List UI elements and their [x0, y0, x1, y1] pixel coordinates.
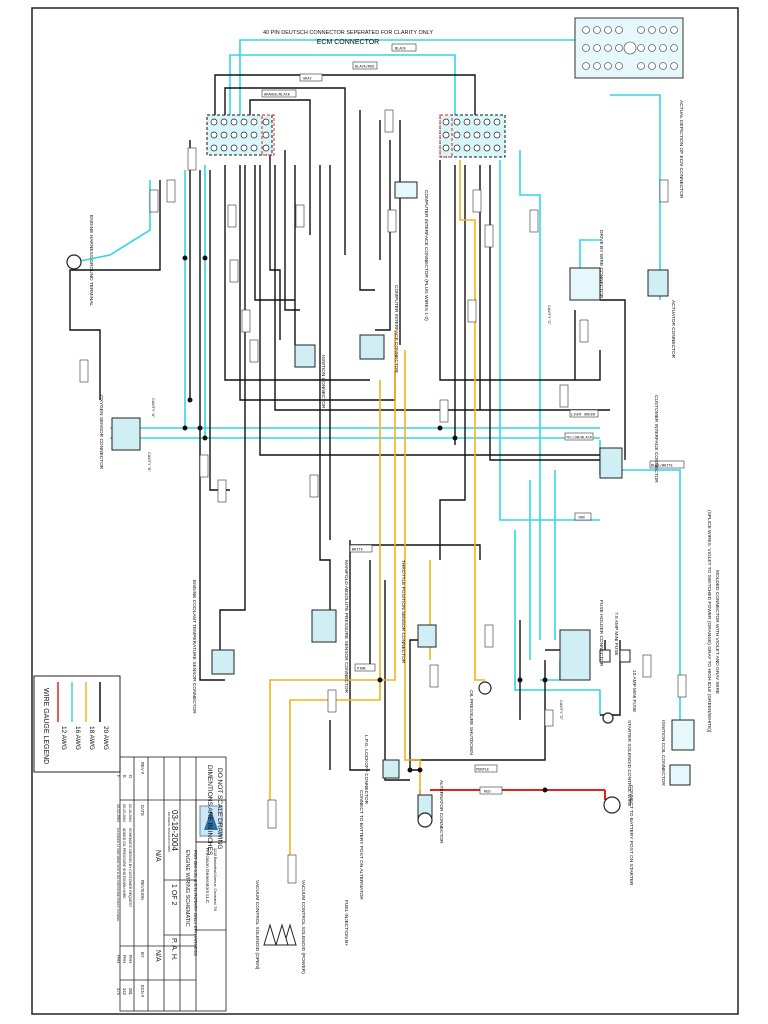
company-address: 3218 Basketball Avenue, Cleveland, TN: [213, 848, 217, 912]
label-battery-alt: CONNECT TO BATTERY POST ON ALTERNATOR: [358, 790, 364, 900]
rev-e-by: PAH: [122, 955, 127, 963]
label-mould-note: MOLDED CONNECTOR WITH VIOLET AND GRAY WI…: [714, 570, 720, 694]
cavity-d: CAVITY "D": [559, 700, 563, 721]
cavity-b: CAVITY "B": [147, 452, 151, 472]
label-throttle: THROTTLE POSITION SENSOR CONNECTOR: [400, 560, 406, 664]
cavity-c: CAVITY "C": [547, 305, 551, 326]
label-oil: OIL PRESSURE SHUTDOWN: [468, 690, 474, 755]
wires-18awg: [269, 160, 485, 870]
rev-f-desc: CHANGED 14 AWG WIRE SIZE & OIL PRESSURE …: [116, 828, 120, 921]
ecm-title-line1: 40 PIN DEUTSCH CONNECTOR SEPERATED FOR C…: [263, 30, 433, 36]
wires-12awg: [430, 789, 606, 800]
wire-gauge-legend: WIRE GAUGE LEGEND 12 AWG 16 AWG 18 AWG 2…: [33, 675, 121, 773]
label-customer: CUSTOMER INTERFACE CONNECTOR: [653, 395, 659, 483]
drawing-scale: N/A: [154, 850, 161, 862]
rev-d-date: 02-18-2004: [128, 804, 132, 822]
rev-header-by: BY: [140, 952, 145, 958]
label-starter-solenoid: STARTER SOLENOID CONTROL WIRE: [626, 720, 632, 807]
legend-20awg: 20 AWG: [102, 726, 109, 750]
connector-bodies: [111, 181, 695, 818]
drawing-sheet: 1 OF 2: [170, 884, 177, 906]
label-alternator: ALTERNATOR CONNECTOR: [438, 780, 444, 844]
label-actual-ecm: ACTUAL DEPICTION OF ECM CONNECTOR: [678, 100, 684, 199]
label-computer: COMPUTER INTERFACE CONNECTOR (PLUG WIRES…: [423, 190, 429, 321]
wire-label-purple: PURPLE: [476, 768, 489, 772]
label-vacuum-open: VACUUM CONTROL SOLENOID (OPEN): [254, 880, 260, 970]
rev-f-date: 10-12-2004: [116, 804, 120, 822]
rev-f-by: PAH: [116, 955, 121, 963]
rev-d-desc: SCHEMATIC DESIGN BY CUSTOMER REQUEST: [128, 828, 132, 908]
part-number: N/A: [154, 950, 161, 962]
rev-header-date: DATE: [140, 805, 145, 816]
rev-e-desc: ADDED OIL PRESSURE SHUTDOWN WIRE: [122, 828, 126, 899]
wire-label-light-green: LIGHT GREEN: [571, 413, 595, 417]
wire-label-blue-white: BLUE/WHITE: [651, 464, 673, 468]
label-battery-starter: CONNECT TO BATTERY POST ON STARTER: [628, 785, 634, 886]
company-logo: [199, 805, 223, 837]
dimensions-note-1: DIMENTIONS ARE IN INCHES: [206, 765, 213, 856]
label-ground: ENGINE HARNESS GROUND TERMINAL: [88, 215, 94, 306]
wires-16awg: [74, 20, 681, 720]
rev-e-rev: E: [122, 775, 127, 778]
rev-header-revision: REVISION: [140, 880, 145, 900]
label-oxygen: OXYGEN SENSOR CONNECTOR: [98, 395, 104, 470]
wire-label-white: WHITE: [352, 548, 363, 552]
wire-label-pink: PINK: [357, 667, 366, 671]
wire-label-gray: GRAY: [303, 77, 312, 81]
rev-d-rev: D: [128, 775, 133, 778]
legend-12awg: 12 AWG: [60, 726, 67, 750]
rev-f-ecn: 374: [116, 988, 121, 996]
label-computer-interface: COMPUTER INTERFACE CONNECTOR: [393, 285, 399, 373]
ring-terminals: [66, 254, 621, 828]
legend-18awg: 18 AWG: [88, 726, 95, 750]
title-block: [119, 756, 227, 1012]
label-ignition-coil: IGNITION COIL CONNECTOR: [660, 720, 666, 786]
label-coolant: ENGINE COOLANT TEMPERATURE SENSOR CONNEC…: [191, 580, 197, 714]
dimensions-note-2: DO NOT SCALE DRAWING: [216, 768, 223, 849]
label-ignition: IGNITION CONNECTOR: [320, 355, 326, 409]
rev-e-date: 05-19-2004: [122, 804, 126, 822]
label-fuel-injection: FUEL INJECTION B+: [343, 900, 349, 946]
label-splice-note: (SPLICE WIRES: VIOLET TO SWITCHED POWER …: [706, 510, 712, 733]
legend-16awg: 16 AWG: [74, 726, 81, 750]
drawing-title-2: FOR GM 4.3L & 5.7L ROTARY ONLY EFI HARNE…: [193, 850, 198, 956]
label-actuator: ACTUATOR CONNECTOR: [670, 300, 676, 359]
splice-points: [182, 255, 548, 793]
label-fuse-holder: FUSE HOLDER CONNECTOR: [598, 600, 604, 667]
rev-e-ecn: 342: [122, 988, 127, 996]
spade-terminals: [263, 923, 297, 946]
wire-label-red: RED: [484, 790, 491, 794]
drawing-title-1: ENGINE WIRING SCHEMATIC: [184, 850, 190, 927]
legend-title: WIRE GAUGE LEGEND: [42, 688, 49, 764]
ecm-connector-right: [439, 114, 506, 158]
material-spec: MATERIAL SPECIFICATIONS: [167, 812, 171, 852]
wire-label-orange-black: ORANGE/BLACK: [264, 93, 291, 97]
rev-d-by: PAH: [128, 955, 133, 963]
label-fuse-10: 10 AMP MINI FUSE: [631, 670, 637, 712]
rev-d-ecn: 281: [128, 988, 133, 996]
sheet-border: [31, 7, 739, 1015]
wire-label-tan: TAN: [578, 516, 585, 520]
wire-label-yellow-black: YELLOW/BLACK: [566, 436, 593, 440]
rev-f-rev: F: [116, 775, 121, 778]
label-drive-by-wire: DRIVE BY WIRE CONNECTOR: [598, 230, 604, 299]
rev-header-rev: REV #: [140, 762, 145, 775]
drawn-by: P. A. H.: [170, 938, 177, 961]
cavity-a: CAVITY "A": [151, 398, 155, 418]
wire-tags: [79, 43, 687, 884]
label-fuse-7-5: 7.5 AMP MINI FUSE: [613, 612, 619, 656]
label-map: MANIFOLD ABSOLUTE PRESSURE SENSOR CONNEC…: [343, 560, 349, 693]
label-lpg: L.P.G. LOCKOFF CONNECTOR: [363, 735, 369, 805]
wire-label-black-red: BLACK/RED: [355, 65, 374, 69]
rev-header-ecn: ECN #: [140, 985, 145, 998]
drawing-date: 03-18-2004: [170, 810, 179, 851]
company-name: Precision Generators LLC: [204, 848, 210, 904]
actual-ecm-connector: [574, 17, 684, 79]
wires-20awg: [69, 74, 626, 810]
wire-label-black: BLACK: [395, 47, 407, 51]
ecm-connector-left: [206, 114, 275, 156]
ecm-title-line2: ECM CONNECTOR: [317, 39, 379, 46]
label-vacuum-power: VACUUM CONTROL SOLENOID (POWER): [300, 880, 306, 974]
